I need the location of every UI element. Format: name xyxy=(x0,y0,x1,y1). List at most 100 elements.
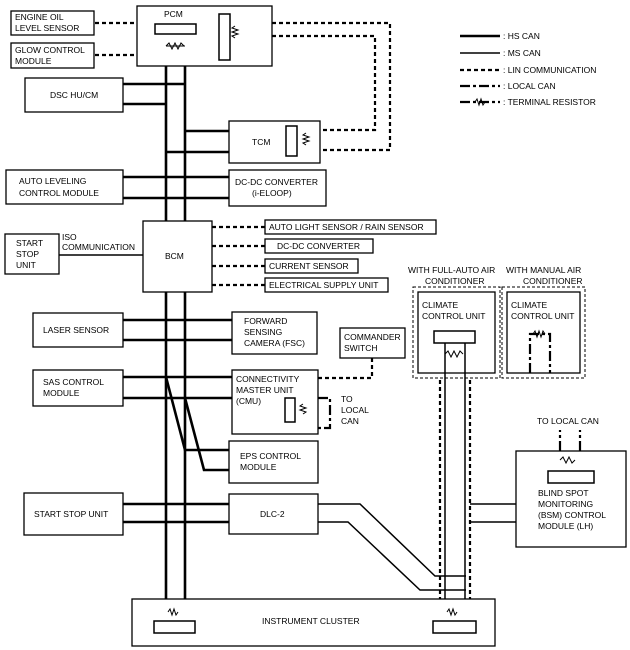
cmu-to-local-3: CAN xyxy=(341,416,359,426)
sas-label-2: MODULE xyxy=(43,388,80,398)
sas-label-1: SAS CONTROL xyxy=(43,377,104,387)
iso-label-1: ISO xyxy=(62,232,77,242)
instrument-cluster: INSTRUMENT CLUSTER xyxy=(131,598,496,647)
glow-label-2: MODULE xyxy=(15,56,52,66)
commander-label-2: SWITCH xyxy=(344,343,378,353)
full-auto-heading-1: WITH FULL-AUTO AIR xyxy=(408,265,495,275)
glow-label-1: GLOW CONTROL xyxy=(15,45,85,55)
auto-leveling-label-2: CONTROL MODULE xyxy=(19,188,99,198)
dcdc-ieloop-label-2: (i-ELOOP) xyxy=(252,188,292,198)
legend-lin-label: : LIN COMMUNICATION xyxy=(503,65,596,75)
legend-resistor-icon xyxy=(474,97,486,107)
legend-hs-label: : HS CAN xyxy=(503,31,540,41)
bsm-connector xyxy=(547,470,595,484)
cluster-ms-connector xyxy=(432,620,477,634)
climate-manual-label-2: CONTROL UNIT xyxy=(511,311,574,321)
laser-label: LASER SENSOR xyxy=(43,325,109,335)
tcm-module: TCM xyxy=(228,120,321,164)
engine-oil-label-1: ENGINE OIL xyxy=(15,12,64,22)
tcm-lin-connector xyxy=(285,125,298,157)
climate-manual-label-1: CLIMATE xyxy=(511,300,548,310)
engine-oil-label-2: LEVEL SENSOR xyxy=(15,23,79,33)
commander-switch: COMMANDER SWITCH xyxy=(339,327,406,359)
dcdc-label: DC-DC CONVERTER xyxy=(277,241,360,251)
cmu-label-3: (CMU) xyxy=(236,396,261,406)
fsc-label-1: FORWARD xyxy=(244,316,287,326)
cmu-terminal-resistor-icon xyxy=(298,403,308,415)
sas-control-module: SAS CONTROL MODULE xyxy=(32,369,124,407)
bsm-label-1: BLIND SPOT xyxy=(538,488,589,498)
legend: : HS CAN : MS CAN : LIN COMMUNICATION : … xyxy=(460,31,596,107)
auto-leveling-control-module: AUTO LEVELING CONTROL MODULE xyxy=(5,169,124,205)
legend-ms-label: : MS CAN xyxy=(503,48,541,58)
auto-leveling-label-1: AUTO LEVELING xyxy=(19,176,86,186)
pcm-connector xyxy=(154,23,197,35)
dsc-hu-cm: DSC HU/CM xyxy=(24,77,124,113)
cmu-label-2: MASTER UNIT xyxy=(236,385,294,395)
climate-terminal-resistor-icon xyxy=(444,349,464,359)
dlc-2: DLC-2 xyxy=(228,493,319,535)
cmu-label-1: CONNECTIVITY xyxy=(236,374,300,384)
pcm-lin-connector xyxy=(218,13,231,61)
bcm-module: BCM xyxy=(142,220,213,293)
electrical-supply-label: ELECTRICAL SUPPLY UNIT xyxy=(269,280,378,290)
climate-control-unit-full-auto: CLIMATE CONTROL UNIT xyxy=(412,286,501,379)
pcm-lin-resistor-icon xyxy=(230,25,240,39)
manual-heading-2: CONDITIONER xyxy=(523,276,583,286)
climate-auto-label-2: CONTROL UNIT xyxy=(422,311,485,321)
auto-light-label: AUTO LIGHT SENSOR / RAIN SENSOR xyxy=(269,222,424,232)
pcm-module: PCM xyxy=(136,5,273,67)
pcm-label: PCM xyxy=(164,9,183,19)
start-stop-unit-left: START STOP UNIT xyxy=(4,233,60,275)
legend-term-label: : TERMINAL RESISTOR xyxy=(503,97,596,107)
dsc-label: DSC HU/CM xyxy=(50,90,98,100)
climate-auto-connector xyxy=(433,330,476,344)
eps-label-2: MODULE xyxy=(240,462,277,472)
fsc-label-2: SENSING xyxy=(244,327,282,337)
dcdc-converter-ieloop: DC-DC CONVERTER (i-ELOOP) xyxy=(228,169,327,207)
bsm-label-2: MONITORING xyxy=(538,499,593,509)
dcdc-ieloop-label-1: DC-DC CONVERTER xyxy=(235,177,318,187)
climate-auto-label-1: CLIMATE xyxy=(422,300,459,310)
legend-local-label: : LOCAL CAN xyxy=(503,81,556,91)
cmu-to-local-1: TO xyxy=(341,394,353,404)
climate-manual-resistor-icon xyxy=(532,329,546,339)
bsm-to-local-label: TO LOCAL CAN xyxy=(537,416,599,426)
bsm-terminal-resistor-icon xyxy=(559,455,576,465)
iso-label-2: COMMUNICATION xyxy=(62,242,135,252)
ssu-left-label-3: UNIT xyxy=(16,260,36,270)
laser-sensor: LASER SENSOR xyxy=(32,312,124,348)
start-stop-unit-bottom: START STOP UNIT xyxy=(23,492,124,536)
bcm-label: BCM xyxy=(165,251,184,261)
cluster-ms-resistor-icon xyxy=(446,607,458,617)
fsc-label-3: CAMERA (FSC) xyxy=(244,338,305,348)
connectivity-master-unit: CONNECTIVITY MASTER UNIT (CMU) xyxy=(231,369,319,435)
cmu-to-local-2: LOCAL xyxy=(341,405,369,415)
ssu-left-label-2: STOP xyxy=(16,249,39,259)
tcm-lin-resistor-icon xyxy=(301,132,311,146)
eps-label-1: EPS CONTROL xyxy=(240,451,301,461)
bsm-label-3: (BSM) CONTROL xyxy=(538,510,606,520)
current-sensor-label: CURRENT SENSOR xyxy=(269,261,349,271)
manual-heading-1: WITH MANUAL AIR xyxy=(506,265,581,275)
cluster-hs-connector xyxy=(153,620,196,634)
dlc2-label: DLC-2 xyxy=(260,509,285,519)
instrument-cluster-label: INSTRUMENT CLUSTER xyxy=(262,616,360,626)
cmu-local-connector xyxy=(284,397,296,423)
glow-control-module: GLOW CONTROL MODULE xyxy=(10,42,95,69)
forward-sensing-camera: FORWARD SENSING CAMERA (FSC) xyxy=(231,311,318,355)
cluster-hs-resistor-icon xyxy=(167,607,179,617)
tcm-label: TCM xyxy=(252,137,270,147)
climate-control-unit-manual: CLIMATE CONTROL UNIT xyxy=(501,286,586,379)
hs-can-trunk xyxy=(164,38,187,622)
bsm-label-4: MODULE (LH) xyxy=(538,521,593,531)
ssu-bottom-label: START STOP UNIT xyxy=(34,509,108,519)
bcm-lin-devices: AUTO LIGHT SENSOR / RAIN SENSOR DC-DC CO… xyxy=(212,219,437,293)
ssu-left-label-1: START xyxy=(16,238,43,248)
eps-control-module: EPS CONTROL MODULE xyxy=(228,440,319,484)
commander-label-1: COMMANDER xyxy=(344,332,401,342)
pcm-terminal-resistor-icon xyxy=(165,41,185,51)
ms-can-vertical xyxy=(438,343,472,622)
